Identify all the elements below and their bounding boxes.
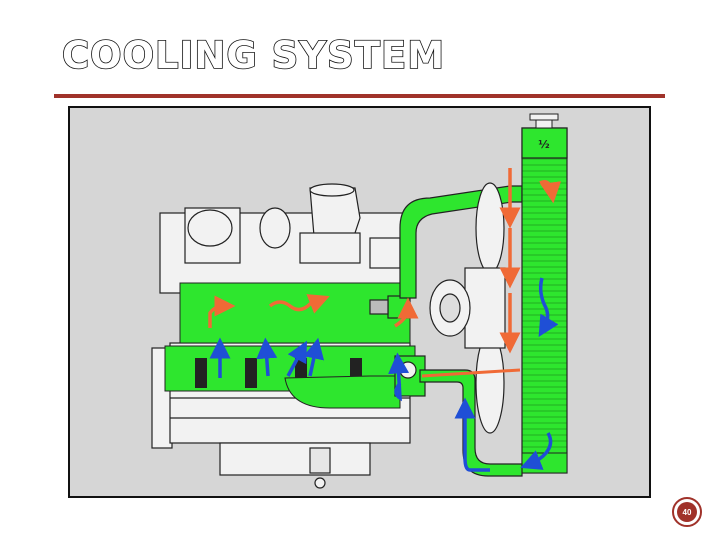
page-number: 40 xyxy=(677,502,697,522)
page-number-badge: 40 xyxy=(672,497,702,527)
lower-radiator-hose xyxy=(419,369,523,477)
radiator: ½ xyxy=(521,113,568,474)
hot-coolant-flow-arrows xyxy=(208,168,562,354)
title-divider xyxy=(54,94,665,98)
slide-title: COOLING SYSTEM xyxy=(61,33,446,78)
diagram-canvas: ½ xyxy=(151,113,568,489)
fan-assembly xyxy=(429,182,506,434)
cooling-system-diagram: ½ xyxy=(68,106,651,498)
turbocharger xyxy=(184,183,401,269)
cooled-coolant-flow-arrows xyxy=(209,277,559,472)
bypass-line xyxy=(421,368,521,378)
radiator-cap-label: ½ xyxy=(538,138,549,151)
